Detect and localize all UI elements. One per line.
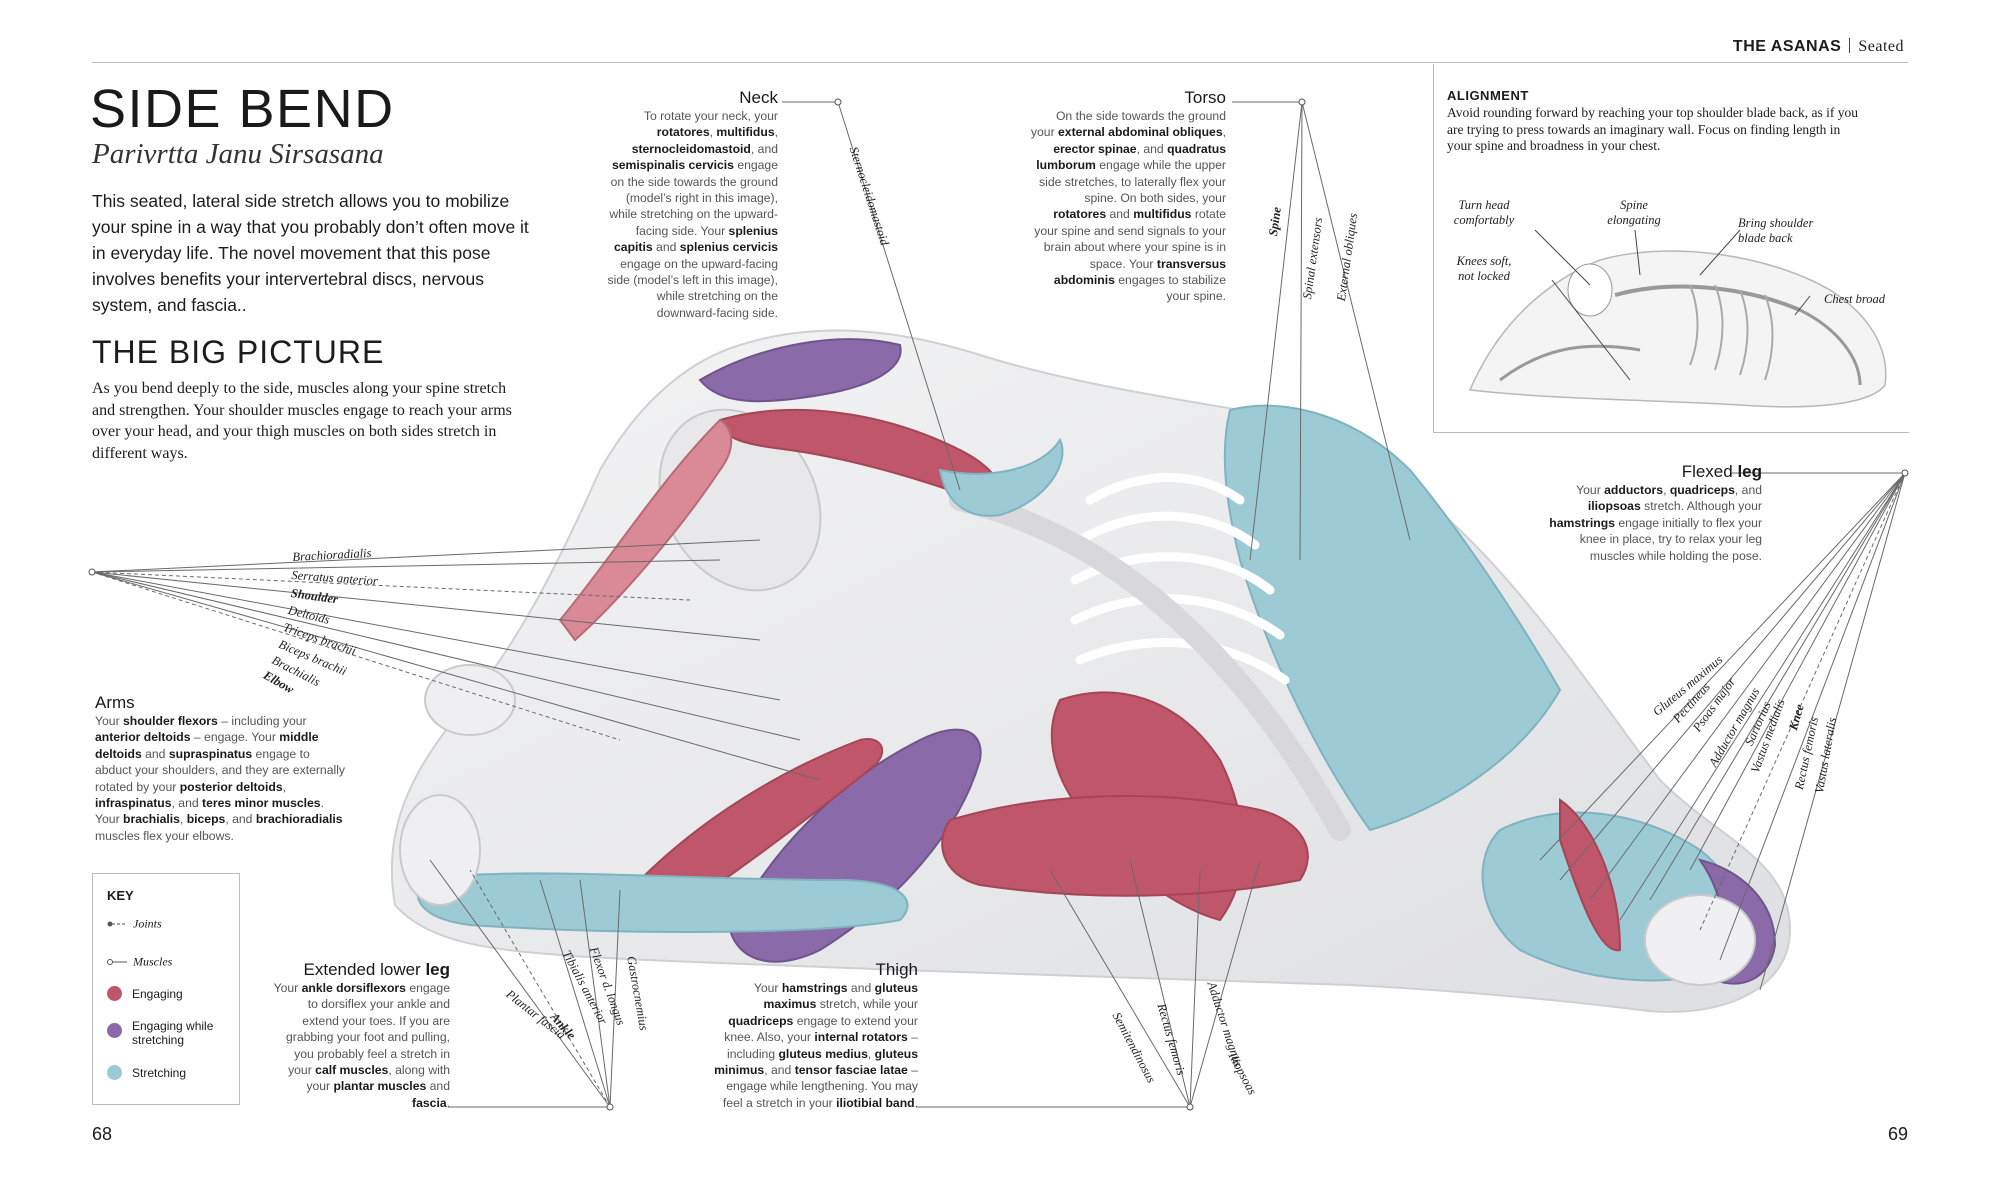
- legend-key: KEY Joints Muscles Engaging Engaging whi…: [92, 873, 240, 1105]
- intro-paragraph: This seated, lateral side stretch allows…: [92, 191, 529, 315]
- key-stretching: Stretching: [107, 1065, 187, 1081]
- flexed-leg-annotation: Flexed leg Your adductors, quadriceps, a…: [1540, 462, 1762, 564]
- torso-annotation: Torso On the side towards the ground you…: [1030, 88, 1226, 305]
- torso-title: Torso: [1184, 88, 1226, 107]
- torso-body: On the side towards the ground your exte…: [1030, 109, 1226, 304]
- alignment-text: Avoid rounding forward by reaching your …: [1447, 105, 1859, 153]
- lower-leg-blue: [416, 872, 909, 933]
- leader-lines: [91, 101, 1906, 1108]
- lower-leg-title-b: leg: [425, 960, 450, 979]
- arms-annotation: Arms Your shoulder flexors – including y…: [95, 693, 345, 844]
- running-header: THE ASANAS Seated: [1733, 38, 1904, 56]
- header-separator: [1849, 38, 1851, 53]
- flexed-leg-title: Flexed leg: [1540, 462, 1762, 482]
- foot: [399, 794, 481, 906]
- header-rule: [92, 62, 1908, 63]
- big-picture-heading: THE BIG PICTURE: [92, 334, 385, 370]
- flexed-leg-red: [1559, 798, 1622, 952]
- thigh-title: Thigh: [875, 960, 918, 979]
- spine: [949, 489, 1351, 841]
- key-engaging-stretching-label: Engaging while stretching: [132, 1019, 214, 1047]
- neck-body: To rotate your neck, your rotatores, mul…: [607, 109, 778, 320]
- hand: [424, 664, 516, 736]
- upper-arm-purple: [698, 338, 902, 403]
- label-shoulder-blade: Bring shoulder blade back: [1738, 216, 1814, 245]
- arms-title: Arms: [95, 693, 135, 712]
- key-engaging-stretching: Engaging while stretching: [107, 1019, 227, 1047]
- knee-cap: [1644, 894, 1756, 986]
- label-knees-soft: Knees soft, not locked: [1456, 254, 1512, 283]
- label-chest-broad: Chest broad: [1824, 292, 1885, 306]
- neck-annotation: Neck To rotate your neck, your rotatores…: [596, 88, 778, 321]
- stretching-swatch-icon: [107, 1065, 122, 1081]
- label-turn-head: Turn head comfortably: [1453, 198, 1515, 227]
- key-joints-label: Joints: [133, 916, 162, 931]
- engaging-swatch-icon: [107, 986, 122, 1002]
- page-number-right: 69: [1887, 1124, 1908, 1144]
- lower-leg-title-a: Extended lower: [303, 960, 426, 979]
- key-engaging: Engaging: [107, 986, 183, 1002]
- key-muscles: Muscles: [107, 954, 172, 969]
- thigh-red: [941, 795, 1309, 897]
- thigh-annotation: Thigh Your hamstrings and gluteus maximu…: [706, 960, 918, 1111]
- key-joints: Joints: [107, 916, 162, 931]
- lower-leg-body: Your ankle dorsiflexors engage to dorsif…: [273, 981, 450, 1110]
- back-stretching-muscle: [1223, 404, 1562, 832]
- label-spine-elongating: Spine elongating: [1607, 198, 1661, 227]
- page-number-left: 68: [92, 1124, 113, 1144]
- lower-leg-title: Extended lower leg: [270, 960, 450, 980]
- subsection-name: Seated: [1858, 38, 1904, 55]
- flexed-leg-body: Your adductors, quadriceps, and iliopsoa…: [1549, 483, 1762, 563]
- joint-marker-icon: [107, 921, 127, 927]
- flexed-leg-title-b: leg: [1737, 462, 1762, 481]
- page-title: SIDE BEND: [90, 79, 395, 139]
- muscle-marker-icon: [107, 958, 127, 965]
- sanskrit-name: Parivrtta Janu Sirsasana: [92, 138, 384, 170]
- alignment-box: [1433, 64, 1909, 433]
- thigh-body: Your hamstrings and gluteus maximus stre…: [714, 981, 918, 1110]
- engaging-stretching-swatch-icon: [107, 1023, 122, 1038]
- key-title: KEY: [107, 888, 134, 903]
- big-picture-text: As you bend deeply to the side, muscles …: [92, 380, 512, 462]
- neck-title: Neck: [739, 88, 778, 107]
- key-engaging-label: Engaging: [132, 986, 183, 1001]
- lower-leg-annotation: Extended lower leg Your ankle dorsiflexo…: [270, 960, 450, 1111]
- key-stretching-label: Stretching: [132, 1065, 187, 1080]
- forearm-red: [558, 418, 733, 642]
- key-muscles-label: Muscles: [133, 954, 173, 969]
- arms-body: Your shoulder flexors – including your a…: [95, 714, 345, 843]
- flexed-leg-title-a: Flexed: [1681, 462, 1738, 481]
- alignment-skeleton-figure: [1468, 229, 1887, 408]
- neck-muscle: [938, 438, 1064, 517]
- section-name: THE ASANAS: [1732, 38, 1842, 55]
- alignment-title: ALIGNMENT: [1447, 88, 1529, 103]
